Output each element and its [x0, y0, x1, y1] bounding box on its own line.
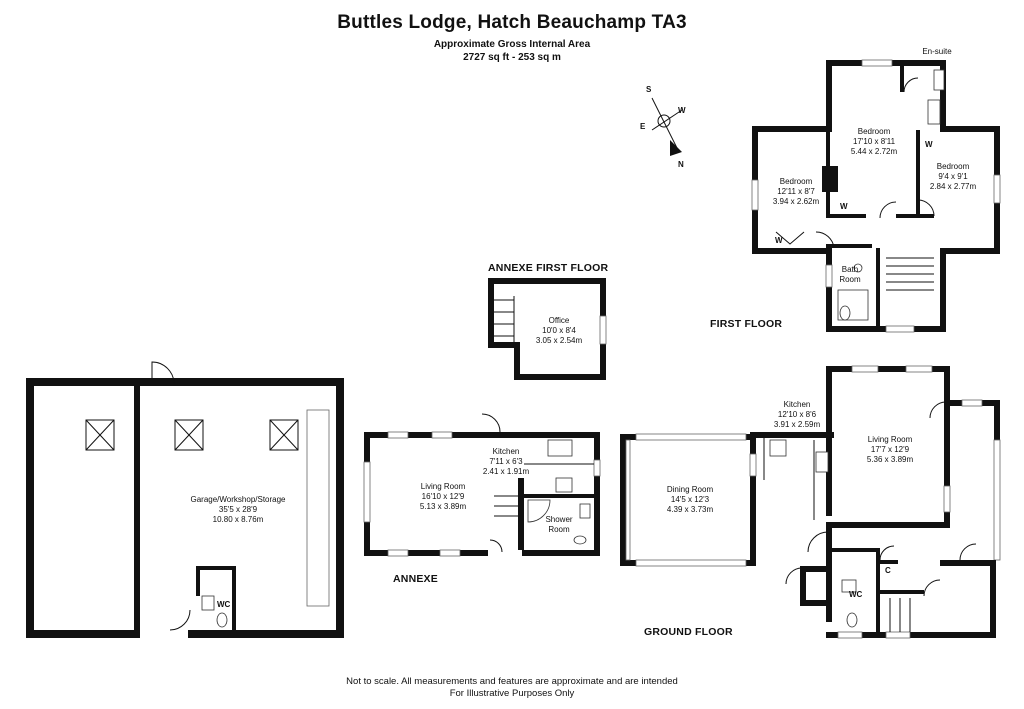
dining-room-label: Dining Room 14'5 x 12'3 4.39 x 3.73m [666, 485, 714, 514]
ground-floor-walls [620, 365, 1001, 639]
wardrobe-marker: W [925, 140, 933, 149]
compass-east-label: E [640, 122, 646, 131]
ground-floor-label: GROUND FLOOR [644, 626, 733, 638]
cupboard-marker: C [885, 566, 891, 575]
annexe-first-floor-label: ANNEXE FIRST FLOOR [488, 262, 609, 274]
first-floor-label: FIRST FLOOR [710, 318, 783, 330]
garage-label: Garage/Workshop/Storage 35'5 x 28'9 10.8… [190, 495, 286, 524]
right-bedroom-label: Bedroom 9'4 x 9'1 2.84 x 2.77m [929, 162, 977, 191]
shower-room-label: Shower Room [545, 515, 573, 534]
annexe-walls [363, 413, 601, 557]
main-bedroom-label: Bedroom 17'10 x 8'11 5.44 x 2.72m [850, 127, 898, 156]
wardrobe-marker: W [775, 236, 783, 245]
gross-internal-area: 2727 sq ft - 253 sq m [463, 52, 561, 63]
left-bedroom-label: Bedroom 12'11 x 8'7 3.94 x 2.62m [772, 177, 820, 206]
annexe-kitchen-label: Kitchen 7'11 x 6'3 2.41 x 1.91m [482, 447, 530, 476]
annexe-living-room-label: Living Room 16'10 x 12'9 5.13 x 3.89m [419, 482, 467, 511]
first-floor-walls [751, 59, 1001, 333]
compass-west-label: W [678, 106, 686, 115]
ensuite-label: En-suite [922, 47, 952, 56]
annexe-label: ANNEXE [393, 573, 438, 585]
compass-rose [651, 97, 683, 156]
annexe-first-floor-walls [488, 278, 607, 380]
garage-walls [26, 361, 344, 638]
bathroom-label: Bath Room [839, 265, 861, 284]
garage-wc-marker: WC [217, 600, 231, 609]
ground-wc-marker: WC [849, 590, 863, 599]
compass-south-label: S [646, 85, 652, 94]
kitchen-label: Kitchen 12'10 x 8'6 3.91 x 2.59m [773, 400, 821, 429]
compass-north-label: N [678, 160, 684, 169]
living-room-label: Living Room 17'7 x 12'9 5.36 x 3.89m [866, 435, 914, 464]
disclaimer-line-1: Not to scale. All measurements and featu… [346, 676, 678, 687]
page-title: Buttles Lodge, Hatch Beauchamp TA3 [337, 12, 687, 33]
wardrobe-marker: W [840, 202, 848, 211]
disclaimer-line-2: For Illustrative Purposes Only [449, 688, 575, 699]
office-label: Office 10'0 x 8'4 3.05 x 2.54m [535, 316, 583, 345]
page-subtitle: Approximate Gross Internal Area [433, 39, 591, 50]
